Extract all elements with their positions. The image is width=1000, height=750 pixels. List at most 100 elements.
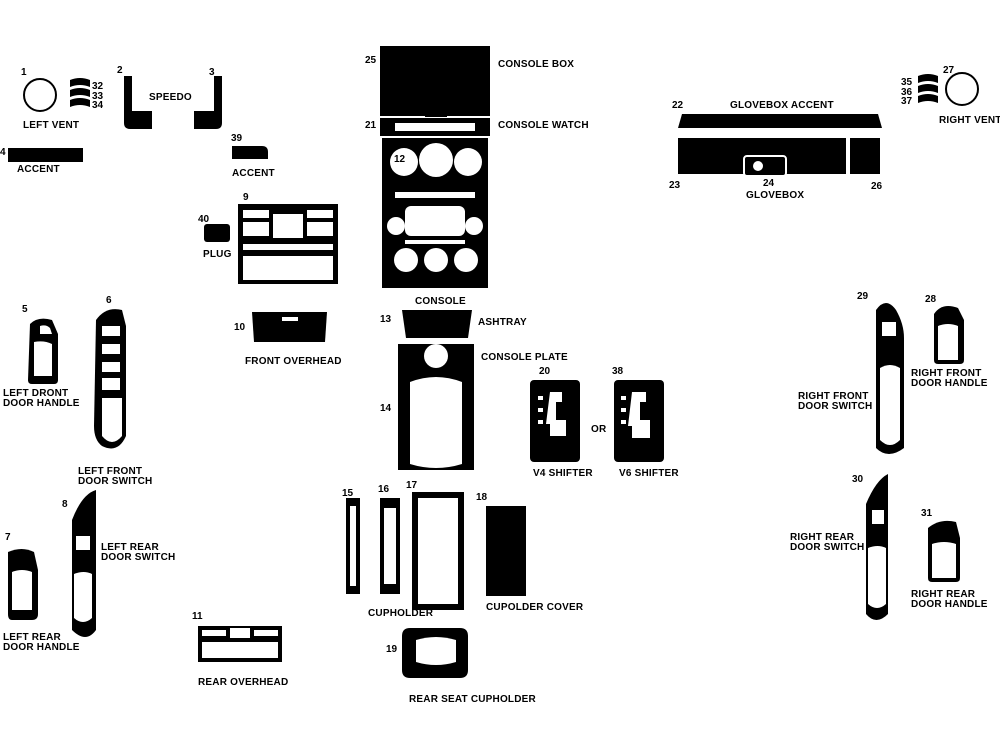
part-number-2: 2: [117, 65, 123, 76]
ashtray-piece-13[interactable]: [402, 310, 472, 338]
cupholder-piece-15[interactable]: [346, 498, 360, 594]
speedo-piece-right[interactable]: [194, 76, 222, 129]
label-right-rear-handle-2: DOOR HANDLE: [911, 599, 988, 610]
console-12-knob-a: [387, 217, 405, 235]
shifter-20-dot-b: [538, 408, 543, 412]
left-front-door-switch-piece-6[interactable]: [94, 309, 126, 449]
left-vent-piece[interactable]: [23, 78, 57, 112]
part-number-34: 34: [92, 100, 104, 111]
label-cupholder: CUPHOLDER: [368, 608, 434, 619]
overhead-11-center: [230, 628, 250, 638]
speedo-right-shape: [194, 76, 222, 129]
cupholder-piece-17[interactable]: [412, 492, 464, 610]
label-console: CONSOLE: [415, 296, 466, 307]
console-box-tab: [425, 105, 447, 117]
watch-21-slot: [395, 123, 475, 131]
shifter-38-dot-c: [621, 420, 626, 424]
cupholder-piece-16[interactable]: [380, 498, 400, 594]
part-number-4: 4: [0, 147, 6, 158]
right-front-door-handle-piece-28[interactable]: [934, 306, 964, 364]
plate-14-hole: [424, 344, 448, 368]
label-right-rear-switch-1: RIGHT REAR: [790, 532, 855, 543]
right-rear-door-switch-piece-30[interactable]: [866, 474, 888, 620]
glovebox-accent-piece-22[interactable]: [678, 114, 882, 128]
rear-seat-cupholder-piece-19[interactable]: [402, 628, 468, 678]
right-front-door-switch-piece-29[interactable]: [876, 303, 904, 454]
console-12-gauge-c: [454, 148, 482, 176]
part-number-18: 18: [476, 492, 488, 503]
part-number-20: 20: [539, 366, 551, 377]
left-front-door-handle-piece-5[interactable]: [28, 318, 58, 384]
part-number-13: 13: [380, 314, 392, 325]
shifter-38-dot-b: [621, 408, 626, 412]
v6-shifter-piece-38[interactable]: [614, 380, 664, 462]
handle-7-opening: [12, 570, 32, 610]
left-vent-rings-32-34[interactable]: [70, 78, 90, 107]
part-number-22: 22: [672, 100, 684, 111]
right-vent-rings-35-37[interactable]: [918, 74, 938, 103]
label-left-front-switch-1: LEFT FRONT: [78, 466, 142, 477]
speedo-left-shape: [124, 76, 152, 129]
cupholder-19-opening: [416, 637, 456, 665]
overhead-10-body: [252, 312, 327, 342]
label-glovebox-accent: GLOVEBOX ACCENT: [730, 100, 834, 111]
cupholder-cover-piece-18[interactable]: [486, 506, 526, 596]
label-ashtray: ASHTRAY: [478, 317, 527, 328]
console-12-strip: [405, 240, 465, 244]
plug-piece-40[interactable]: [204, 224, 230, 242]
label-right-front-switch-2: DOOR SWITCH: [798, 401, 872, 412]
label-right-vent: RIGHT VENT: [939, 115, 1000, 126]
part-number-9: 9: [243, 192, 249, 203]
label-right-rear-switch-2: DOOR SWITCH: [790, 542, 864, 553]
label-right-front-handle-1: RIGHT FRONT: [911, 368, 982, 379]
part-number-40: 40: [198, 214, 210, 225]
panel-9-slot: [243, 210, 269, 218]
accent-piece-39[interactable]: [232, 146, 268, 159]
front-overhead-piece-10[interactable]: [252, 312, 327, 342]
console-12-dial-a: [394, 248, 418, 272]
overhead-11-slot-a: [202, 630, 226, 636]
handle-5-notch: [40, 325, 52, 334]
panel-9-lower: [243, 256, 333, 280]
speedo-piece-left[interactable]: [124, 76, 152, 129]
overhead-10-slot: [282, 317, 298, 321]
label-right-front-switch-1: RIGHT FRONT: [798, 391, 869, 402]
panel-9-slot-b: [307, 210, 333, 218]
vent-ring-35: [918, 74, 938, 83]
left-rear-door-switch-piece-8[interactable]: [72, 490, 96, 637]
v4-shifter-piece-20[interactable]: [530, 380, 580, 462]
console-12-knob-b: [465, 217, 483, 235]
rear-overhead-piece-11[interactable]: [198, 626, 282, 662]
label-left-front-handle-2: DOOR HANDLE: [3, 398, 80, 409]
console-plate-piece-14[interactable]: [398, 344, 474, 470]
right-rear-door-handle-piece-31[interactable]: [928, 520, 960, 582]
label-console-watch: CONSOLE WATCH: [498, 120, 589, 131]
console-piece-12[interactable]: [382, 138, 488, 288]
switch-8-btn: [76, 536, 90, 550]
switch-29-opening: [880, 365, 900, 445]
glovebox-piece-23[interactable]: [678, 138, 846, 177]
label-console-plate: CONSOLE PLATE: [481, 352, 568, 363]
part-number-30: 30: [852, 474, 864, 485]
climate-panel-piece-9[interactable]: [238, 204, 338, 284]
right-vent-piece-27[interactable]: [945, 72, 979, 106]
left-vent-ring: [23, 78, 57, 112]
accent-piece-4[interactable]: [8, 148, 83, 162]
label-left-vent: LEFT VENT: [23, 120, 79, 131]
console-watch-piece-21[interactable]: [380, 118, 490, 136]
part-number-25: 25: [365, 55, 377, 66]
glovebox-piece-26[interactable]: [850, 138, 880, 174]
left-rear-door-handle-piece-7[interactable]: [8, 549, 38, 620]
label-left-front-switch-2: DOOR SWITCH: [78, 476, 152, 487]
part-number-37: 37: [901, 96, 913, 107]
part-number-12: 12: [394, 154, 406, 165]
console-box-piece-25[interactable]: [380, 46, 490, 116]
switch-30-opening: [868, 546, 886, 608]
part-number-35: 35: [901, 77, 913, 88]
vent-ring-34: [70, 98, 90, 107]
part-number-23: 23: [669, 180, 681, 191]
label-left-rear-switch-1: LEFT REAR: [101, 542, 159, 553]
label-console-box: CONSOLE BOX: [498, 59, 574, 70]
label-v4-shifter: V4 SHIFTER: [533, 468, 593, 479]
label-accent-39: ACCENT: [232, 168, 275, 179]
